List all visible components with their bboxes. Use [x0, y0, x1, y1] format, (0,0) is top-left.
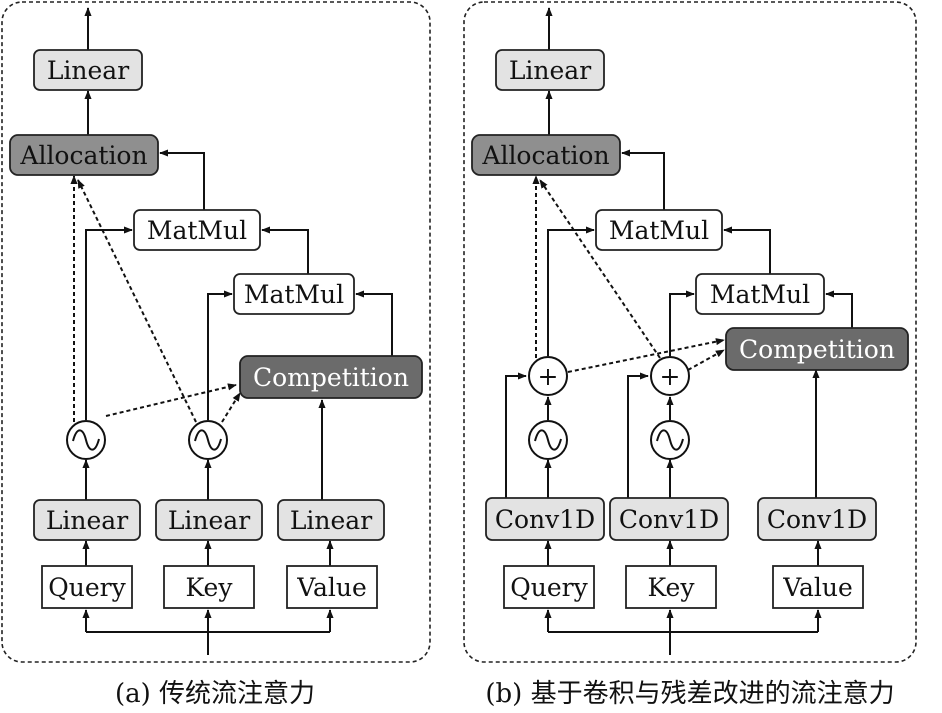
- panel-b: Linear Allocation MatMul MatMul Competit…: [463, 1, 917, 663]
- panel-b-sigmoid-q-icon: [534, 429, 562, 451]
- panel-b-connections: [505, 7, 853, 655]
- panel-a-key: [163, 565, 255, 609]
- panel-a: Linear Allocation MatMul MatMul Competit…: [1, 1, 431, 663]
- panel-b-query-label: Query: [510, 573, 588, 602]
- panel-a-key-label: Key: [186, 573, 234, 602]
- panel-b-key: [625, 565, 717, 609]
- panel-a-linear-q: [33, 499, 141, 541]
- panel-b-competition-label: Competition: [739, 335, 895, 364]
- panel-b-frame: [463, 1, 917, 663]
- panel-b-allocation: [471, 134, 621, 176]
- panel-b-conv-q: [485, 497, 605, 541]
- panel-b-matmul-2: [695, 273, 825, 315]
- panel-a-matmul-1-label: MatMul: [147, 216, 247, 245]
- panel-a-allocation-label: Allocation: [19, 141, 147, 170]
- panel-a-linear-top: [33, 49, 143, 91]
- panel-a-linear-q-label: Linear: [46, 506, 128, 535]
- panel-a-matmul-2-label: MatMul: [244, 280, 344, 309]
- panel-b-linear-top-label: Linear: [509, 56, 591, 85]
- panel-a-competition-label: Competition: [253, 363, 409, 392]
- panel-a-frame: [1, 1, 431, 663]
- panel-b-matmul-1-label: MatMul: [609, 216, 709, 245]
- panel-b-matmul-2-label: MatMul: [710, 280, 810, 309]
- panel-a-sigmoid-q-icon: [72, 429, 100, 451]
- panel-b-conv-k-label: Conv1D: [619, 505, 719, 534]
- panel-a-competition: [239, 355, 423, 399]
- panel-b-conv-v-label: Conv1D: [767, 505, 867, 534]
- panel-a-caption: (a) 传统流注意力: [115, 679, 315, 709]
- panel-b-conv-q-label: Conv1D: [495, 505, 595, 534]
- panel-b-sigmoid-k-icon: [656, 429, 684, 451]
- panel-a-connections: [70, 7, 393, 655]
- panel-a-value-label: Value: [296, 573, 367, 602]
- panel-a-query: [41, 565, 133, 609]
- panel-b-query: [503, 565, 595, 609]
- panel-a-linear-v: [277, 499, 385, 541]
- panel-a-matmul-1: [133, 209, 261, 251]
- panel-b-add-q: [528, 356, 568, 396]
- panel-b-caption: (b) 基于卷积与残差改进的流注意力: [485, 679, 894, 709]
- panel-a-linear-v-label: Linear: [290, 506, 372, 535]
- panel-b-allocation-label: Allocation: [481, 141, 609, 170]
- panel-b-linear-top: [495, 49, 605, 91]
- panel-b-add-k: [650, 356, 690, 396]
- panel-a-matmul-2: [233, 273, 355, 315]
- panel-b-conv-v: [757, 497, 877, 541]
- panel-a-query-label: Query: [48, 573, 126, 602]
- panel-a-value: [286, 565, 378, 609]
- panel-b-conv-k: [609, 497, 729, 541]
- panel-a-linear-k-label: Linear: [168, 506, 250, 535]
- panel-b-value: [772, 565, 864, 609]
- panel-b-value-label: Value: [782, 573, 853, 602]
- panel-b-key-label: Key: [648, 573, 696, 602]
- panel-a-linear-k: [155, 499, 263, 541]
- panel-a-allocation: [9, 134, 159, 176]
- panel-a-linear-top-label: Linear: [47, 56, 129, 85]
- panel-b-competition: [725, 327, 909, 371]
- panel-b-add-k-icon: +: [660, 362, 681, 391]
- panel-b-matmul-1: [595, 209, 723, 251]
- panel-a-sigmoid-k-icon: [194, 429, 222, 451]
- panel-b-add-q-icon: +: [538, 362, 559, 391]
